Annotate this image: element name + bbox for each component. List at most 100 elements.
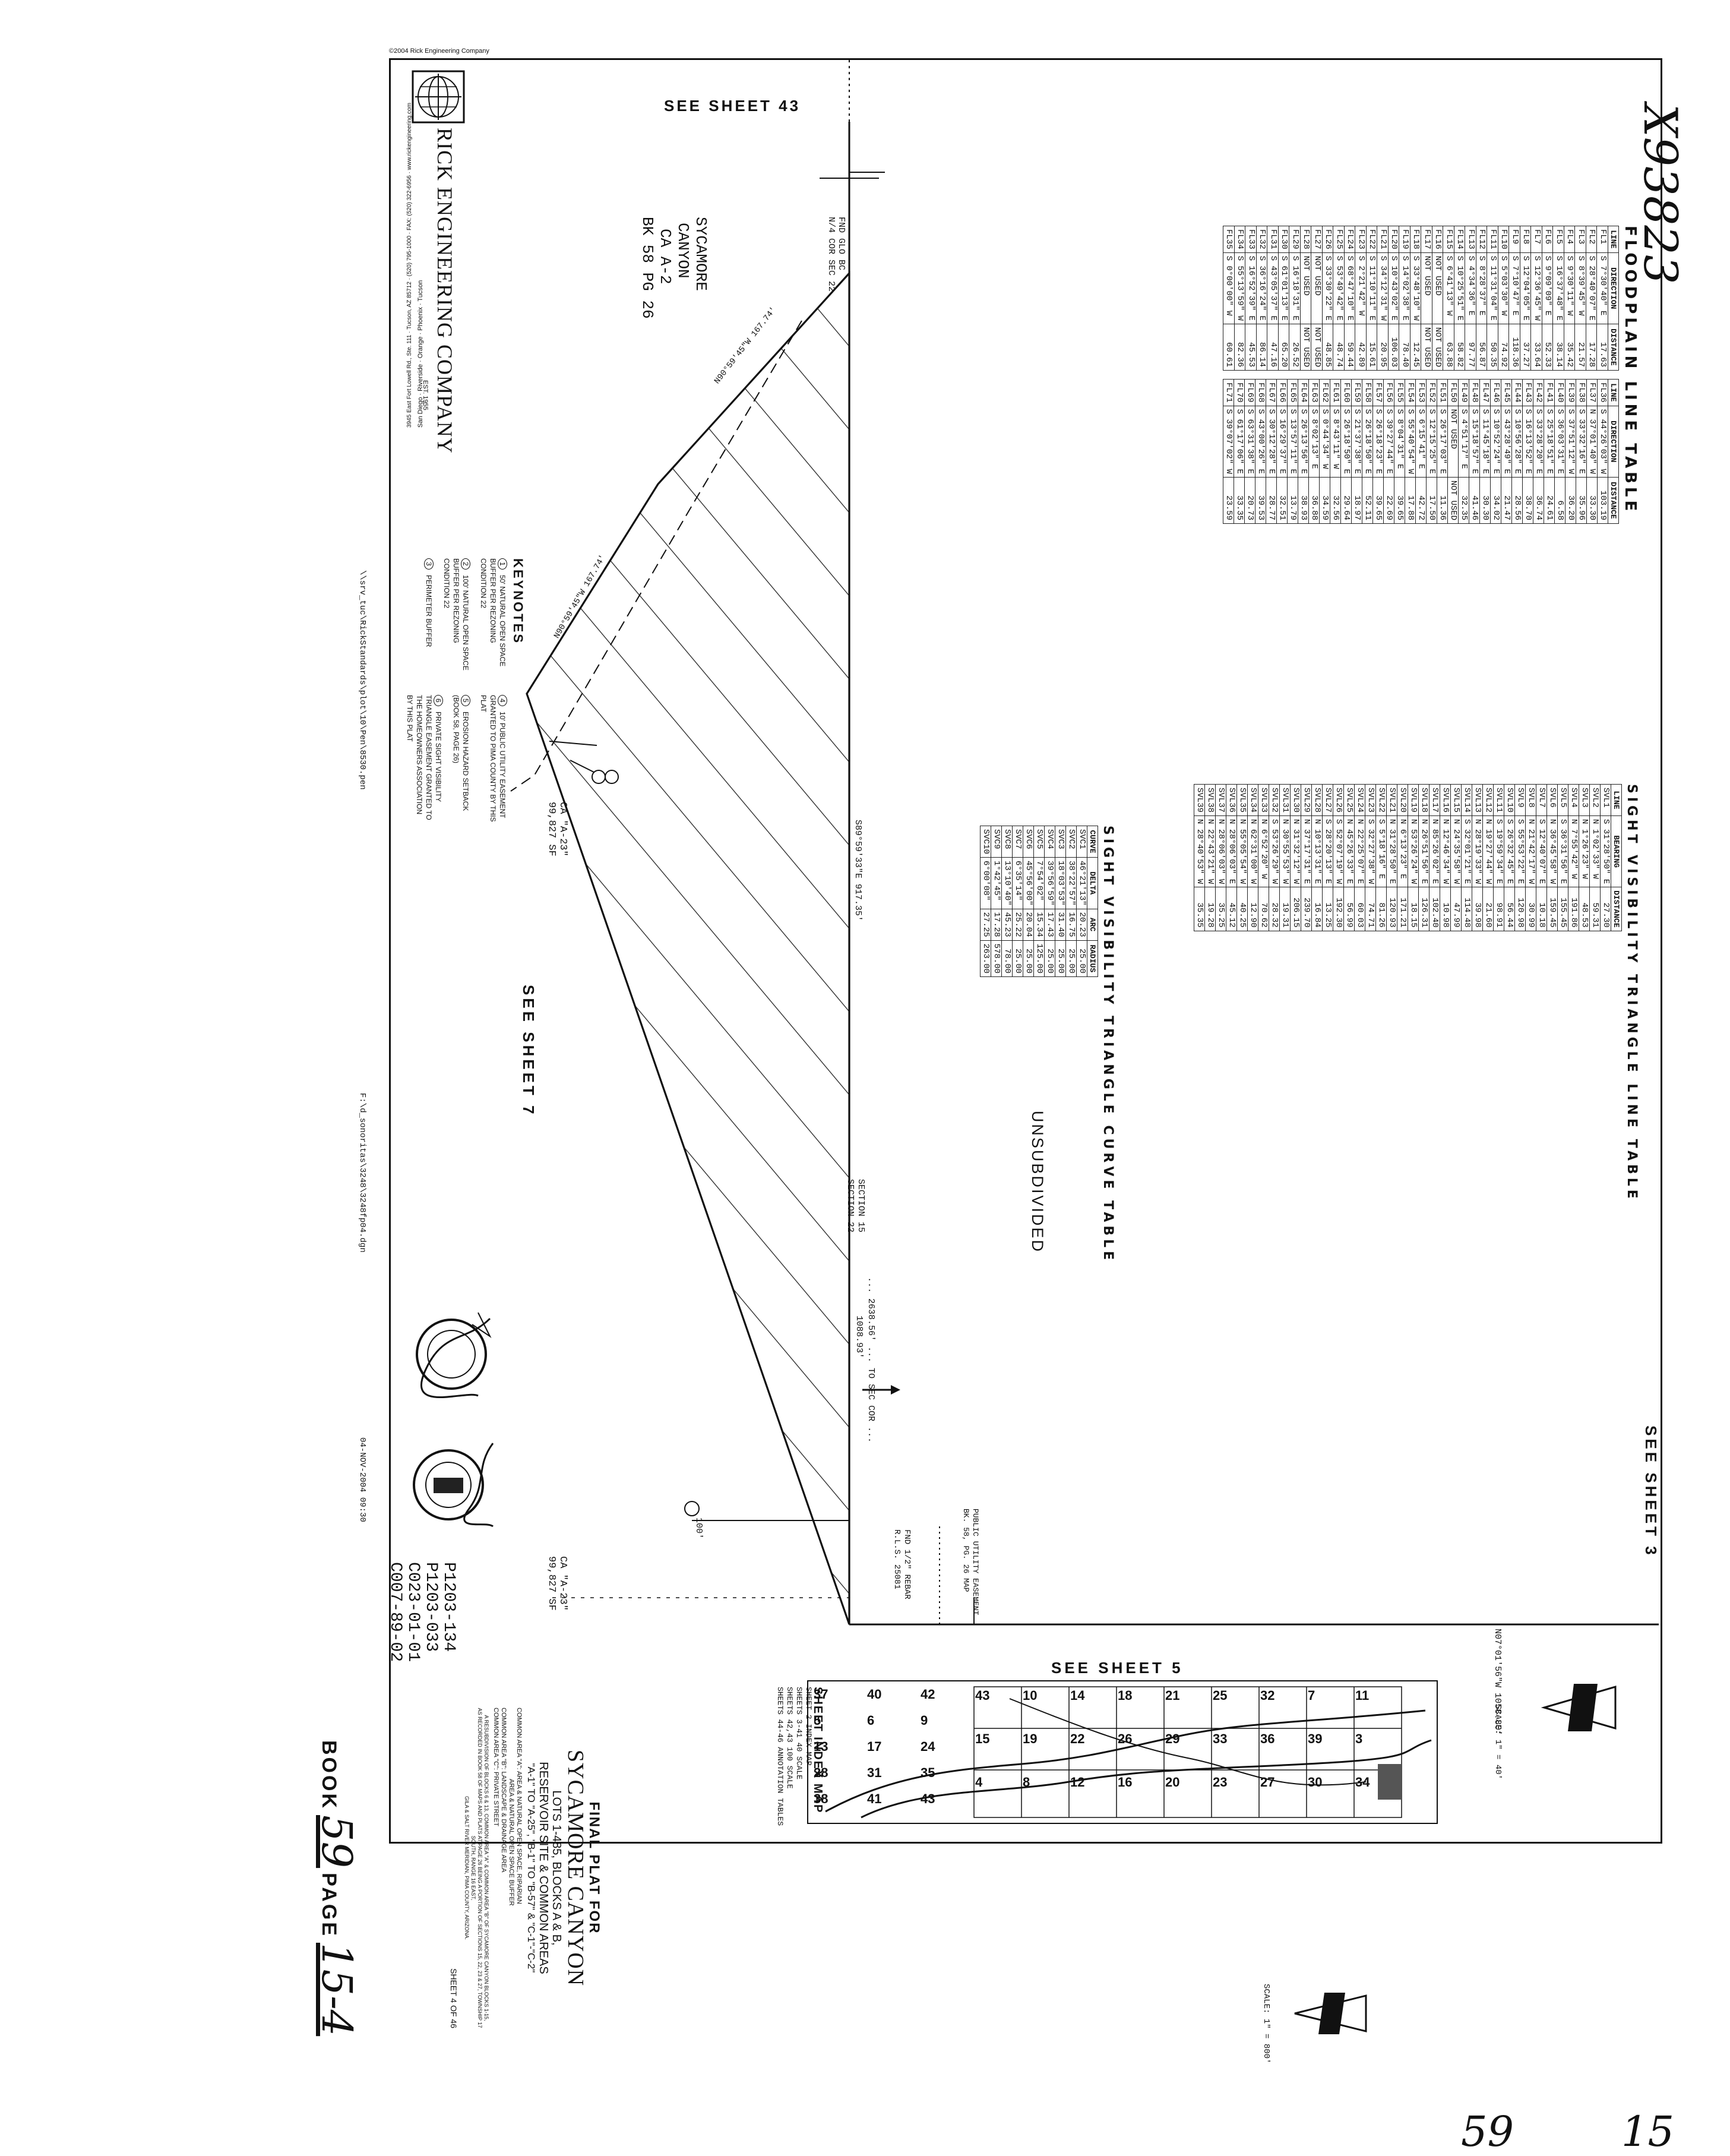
table-cell: FL36 <box>1597 379 1608 406</box>
table-cell: NOT USED <box>1447 477 1459 524</box>
table-cell: SVL35 <box>1236 784 1248 816</box>
index-cell[interactable]: 18 <box>1118 1688 1133 1703</box>
table-cell: S 11°45'18" E <box>1479 406 1491 478</box>
table-cell: S 43°05'37" E <box>1267 252 1279 324</box>
index-cell[interactable]: 38 <box>814 1791 828 1806</box>
index-cell[interactable]: 17 <box>867 1739 882 1754</box>
sheet-number: SHEET 4 OF 46 <box>449 1968 458 2028</box>
table-cell: SVL13 <box>1472 784 1483 816</box>
index-cell[interactable]: 27 <box>1260 1775 1275 1790</box>
table-cell: 18°03'53" <box>1055 857 1066 909</box>
table-cell: S 10°52'24" E <box>1490 406 1501 478</box>
sycamore-ref: SYCAMORE CANYON CA A-2 BK 58 PG 26 <box>638 217 710 371</box>
index-cell[interactable]: 21 <box>1165 1688 1180 1703</box>
book-label: BOOK <box>318 1740 340 1810</box>
index-cell[interactable]: 39 <box>1308 1731 1323 1746</box>
index-cell[interactable]: 11 <box>1355 1688 1370 1703</box>
table-cell: 18.97 <box>1351 477 1362 524</box>
index-cell[interactable]: 41 <box>867 1791 882 1806</box>
table-cell: NOT USED <box>1300 252 1311 324</box>
index-cell[interactable]: 3 <box>1355 1731 1363 1746</box>
table-cell: N 6°13'23" E <box>1397 815 1408 887</box>
keynote-number: 4 <box>498 695 507 706</box>
table-cell: S 28°20'13" E <box>1322 815 1333 887</box>
index-cell[interactable]: 12 <box>1070 1775 1085 1790</box>
index-cell[interactable]: 31 <box>867 1765 882 1780</box>
index-cell[interactable]: 23 <box>1213 1775 1228 1790</box>
index-cell[interactable]: 13 <box>814 1739 828 1754</box>
table-cell: SVL29 <box>1301 784 1312 816</box>
index-cell[interactable]: 14 <box>1070 1688 1085 1703</box>
table-cell: 45.12 <box>1226 887 1237 931</box>
index-cell[interactable]: 34 <box>1355 1775 1370 1790</box>
index-cell[interactable]: 22 <box>1070 1731 1085 1746</box>
index-cell[interactable]: 24 <box>921 1739 935 1754</box>
table-cell: FL71 <box>1223 379 1234 406</box>
index-cell[interactable]: 32 <box>1260 1688 1275 1703</box>
table-cell: S 9°30'11" W <box>1564 252 1575 324</box>
table-cell: FL42 <box>1533 379 1544 406</box>
table-cell: 35.35 <box>1194 887 1205 931</box>
index-cell[interactable]: 33 <box>1213 1731 1228 1746</box>
index-cell[interactable]: 19 <box>1023 1731 1038 1746</box>
table-cell: FL56 <box>1383 379 1394 406</box>
table-cell: S 10°25'51" E <box>1454 252 1465 324</box>
table-cell: 13.25 <box>1322 887 1333 931</box>
title-line-9: COMMON AREA "C": PRIVATE STREET <box>492 1708 499 1826</box>
index-cell[interactable]: 7 <box>1308 1688 1315 1703</box>
col-header: ARC <box>1087 909 1098 941</box>
table-cell: SVL25 <box>1343 784 1355 816</box>
index-cell[interactable]: 6 <box>867 1713 875 1728</box>
table-cell: FL4 <box>1564 226 1575 253</box>
index-cell[interactable]: 25 <box>1213 1688 1228 1703</box>
table-cell: S 8°43'11" W <box>1330 406 1341 478</box>
table-cell: FL64 <box>1298 379 1309 406</box>
index-cell[interactable]: 8 <box>1023 1775 1030 1790</box>
table-cell: 45.23 <box>1001 909 1013 941</box>
sheet-index-line: SHEETS 42,43 100 SCALE <box>785 1687 794 1789</box>
keynote-number: 2 <box>461 558 470 570</box>
table-cell: S 8°04'31" E <box>1394 406 1405 478</box>
table-cell: 86.14 <box>1256 324 1267 371</box>
footer-book: 59 <box>1461 2107 1514 2156</box>
index-cell[interactable]: 26 <box>1118 1731 1133 1746</box>
keynote-item: 5 EROSION HAZARD SETBACK (BOOK 58, PAGE … <box>451 695 470 826</box>
index-cell[interactable]: 20 <box>1165 1775 1180 1790</box>
index-cell[interactable]: 35 <box>921 1765 935 1780</box>
table-cell: N 37°17'31" E <box>1301 815 1312 887</box>
index-cell[interactable]: 9 <box>921 1713 928 1728</box>
table-cell: 56.87 <box>1476 324 1487 371</box>
table-cell: 6°35'14" <box>1012 857 1023 909</box>
index-cell[interactable]: 30 <box>1308 1775 1323 1790</box>
table-cell: 39°56'59" <box>1044 857 1055 909</box>
index-cell[interactable]: 28 <box>814 1765 828 1780</box>
index-cell[interactable]: 43 <box>921 1791 935 1806</box>
index-cell[interactable]: 10 <box>1023 1688 1038 1703</box>
index-cell[interactable]: 37 <box>814 1687 828 1702</box>
index-cell[interactable]: 29 <box>1165 1731 1180 1746</box>
index-cell[interactable]: 16 <box>1118 1775 1133 1790</box>
table-cell: 70.62 <box>1258 887 1269 931</box>
index-cell[interactable]: 15 <box>975 1731 990 1746</box>
index-cell[interactable]: 4 <box>975 1775 983 1790</box>
found-corner-label-2: N/4 COR SEC 22 <box>826 217 836 292</box>
title-line-6: COMMON AREA "A": AREA & NATURAL OPEN SPA… <box>515 1708 523 1904</box>
scale-800-label: SCALE: 1" = 800' <box>1261 1984 1271 2064</box>
index-cell[interactable]: 40 <box>867 1687 882 1702</box>
index-cell[interactable]: 36 <box>1260 1731 1275 1746</box>
index-cell[interactable]: 43 <box>975 1688 990 1703</box>
title-line-8: COMMON AREA "B": LANDSCAPE & DRAINAGE AR… <box>500 1708 507 1873</box>
table-cell: S 30°12'28" E <box>1266 406 1277 478</box>
table-cell: S 9°09'09" E <box>1542 252 1553 324</box>
index-cell[interactable]: 5 <box>814 1713 821 1728</box>
index-cell[interactable]: 42 <box>921 1687 935 1702</box>
col-header: LINE <box>1608 226 1619 253</box>
